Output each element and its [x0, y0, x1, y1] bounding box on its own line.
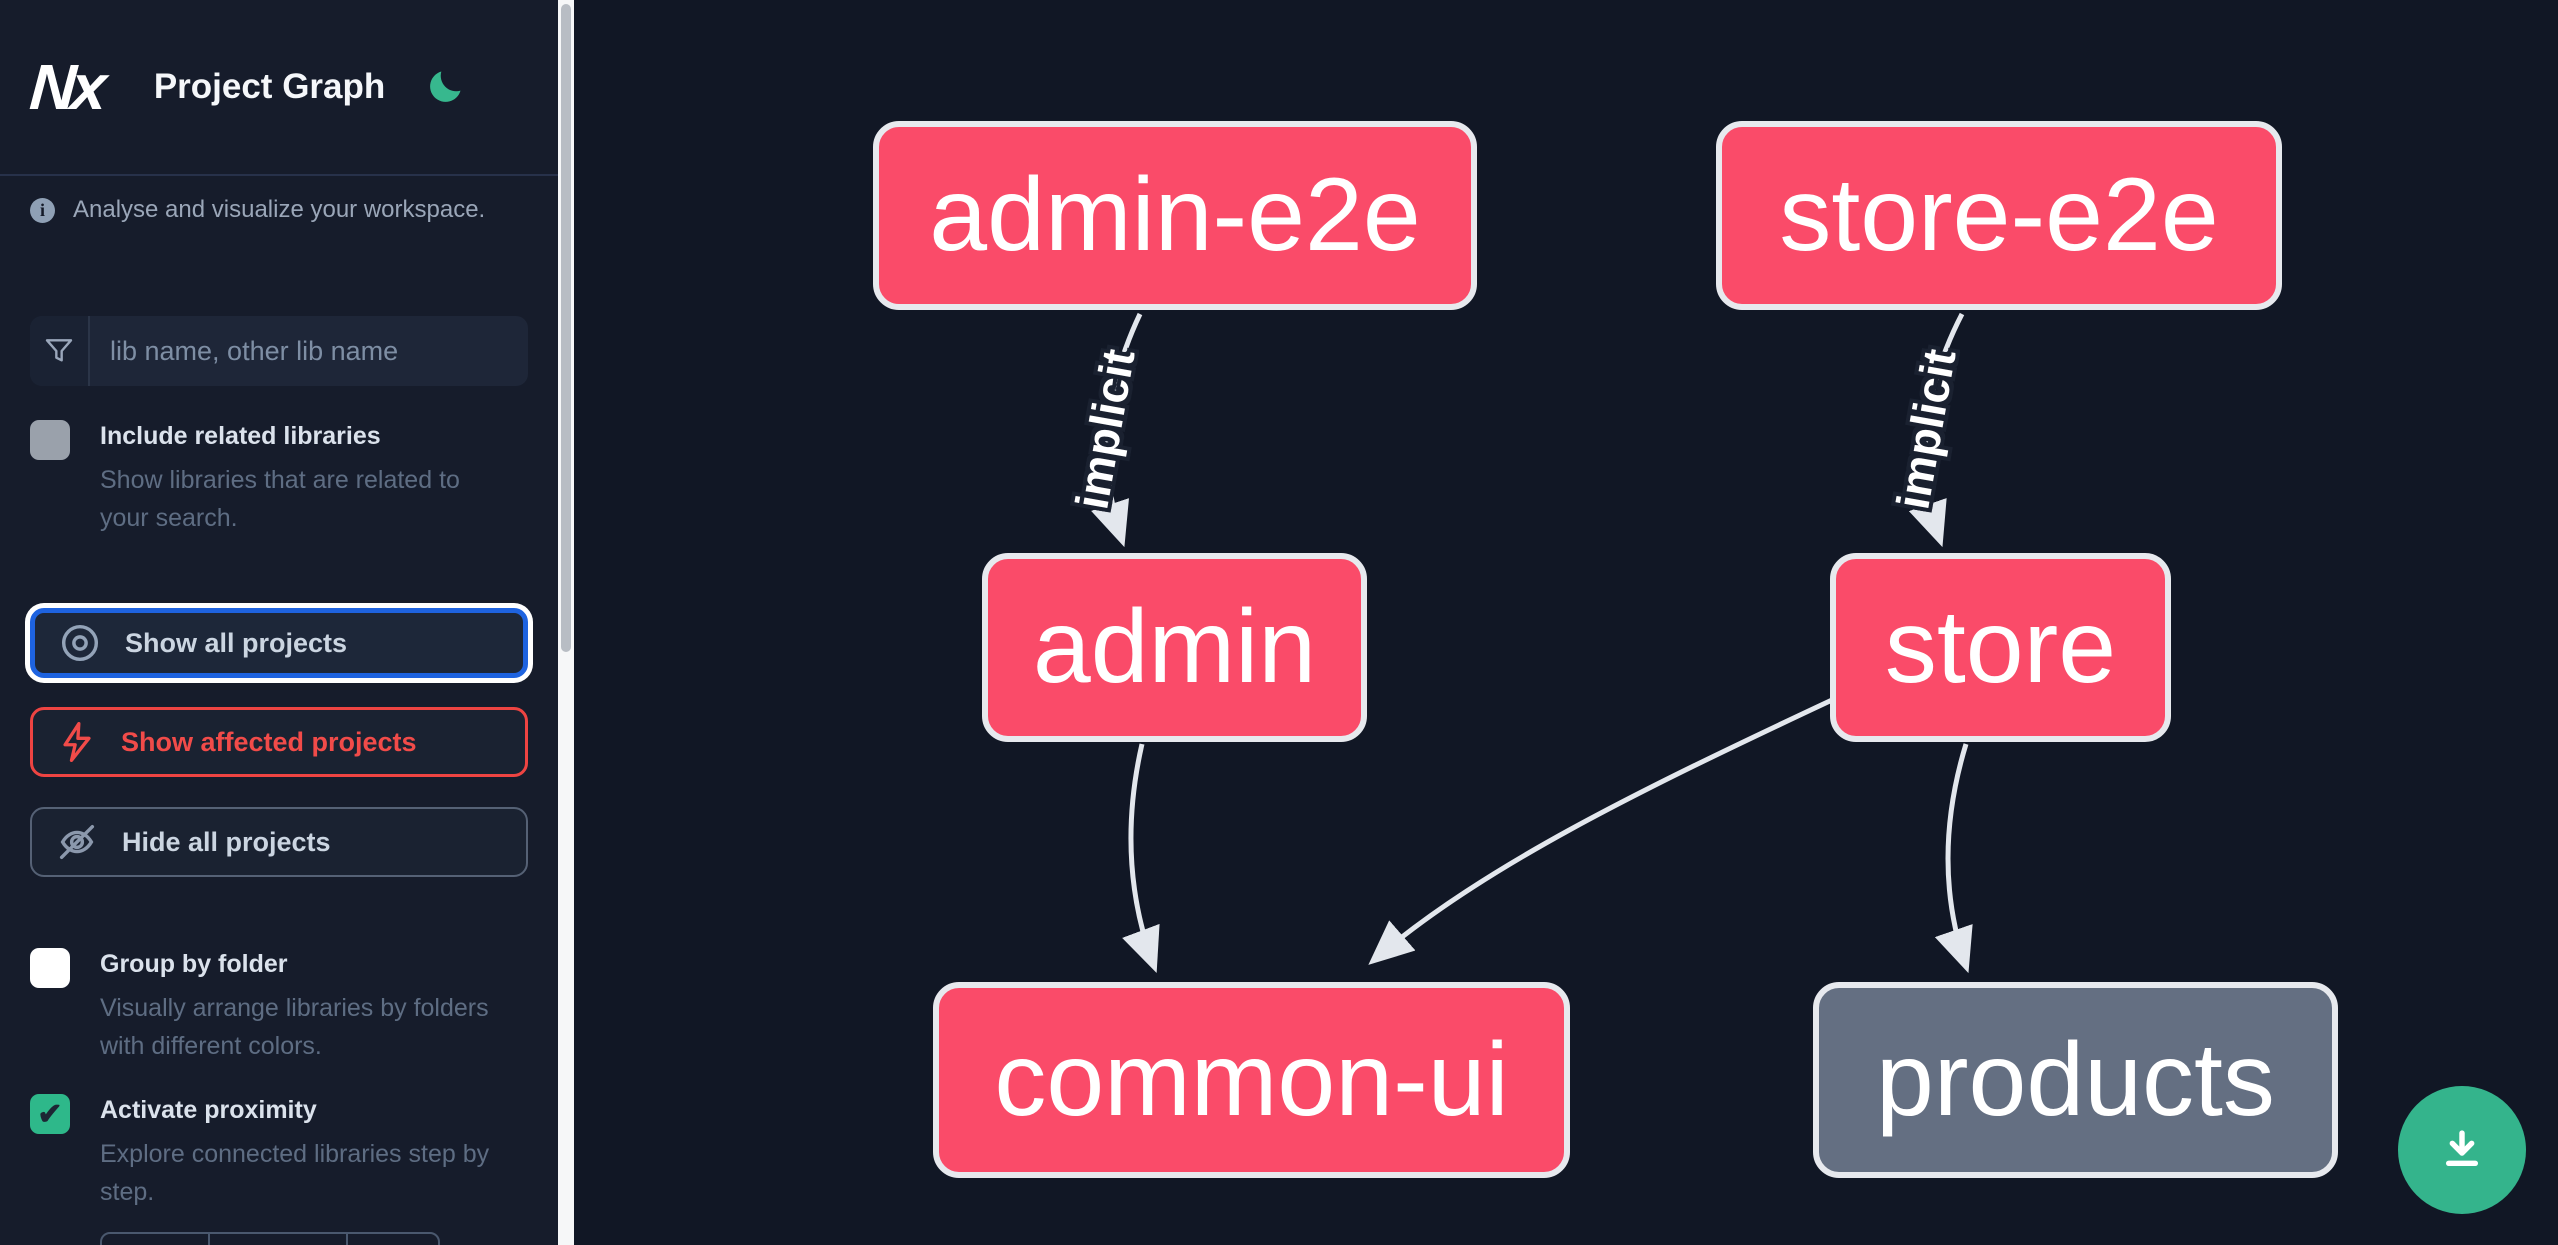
search-box: [30, 316, 528, 386]
edge-store-common-ui[interactable]: [1368, 697, 1834, 965]
node-common-ui[interactable]: common-ui: [933, 982, 1570, 1178]
node-admin-e2e[interactable]: admin-e2e: [873, 121, 1477, 310]
toggle-description: Visually arrange libraries by folders wi…: [100, 993, 489, 1061]
button-label: Hide all projects: [122, 826, 331, 857]
group-by-folder-checkbox[interactable]: [30, 948, 70, 988]
edge-store-e2e-store[interactable]: [1908, 312, 1965, 548]
hide-all-projects-button[interactable]: Hide all projects: [30, 807, 528, 877]
filter-funnel-icon: [30, 316, 90, 386]
proximity-degree-control[interactable]: [100, 1232, 440, 1245]
graph-canvas[interactable]: implicit implicit admin-e2e store-e2e ad…: [574, 0, 2558, 1245]
lightning-bolt-icon: [63, 722, 91, 762]
edge-store-products[interactable]: [1934, 743, 1973, 974]
sidebar-header: Nx Project Graph: [0, 0, 558, 176]
node-products[interactable]: products: [1813, 982, 2338, 1178]
show-affected-projects-button[interactable]: Show affected projects: [30, 707, 528, 777]
page-title: Project Graph: [153, 67, 386, 106]
toggle-group-by-folder[interactable]: Group by folder Visually arrange librari…: [30, 948, 528, 1066]
toggle-label: Include related libraries: [100, 422, 381, 450]
node-store[interactable]: store: [1830, 553, 2171, 742]
edge-admin-common-ui[interactable]: [1122, 743, 1160, 974]
tagline-row: i Analyse and visualize your workspace.: [30, 196, 528, 224]
node-store-e2e[interactable]: store-e2e: [1716, 121, 2282, 310]
button-label: Show all projects: [125, 627, 348, 658]
toggle-description: Explore connected libraries step by step…: [100, 1139, 490, 1207]
include-related-checkbox[interactable]: [30, 420, 70, 460]
download-icon: [2445, 1130, 2479, 1167]
tagline-text: Analyse and visualize your workspace.: [73, 196, 486, 223]
download-graph-button[interactable]: [2398, 1086, 2526, 1214]
toggle-activate-proximity[interactable]: Activate proximity Explore connected lib…: [30, 1094, 528, 1212]
sidebar: Nx Project Graph i Analyse and visualize…: [0, 0, 558, 1245]
eye-icon: [61, 624, 99, 662]
edges-layer: [1091, 312, 1973, 974]
nx-logo: Nx: [27, 51, 105, 123]
sidebar-scrollbar-track[interactable]: [558, 0, 574, 1245]
button-label: Show affected projects: [121, 726, 417, 757]
decrement-button[interactable]: [102, 1234, 210, 1245]
sidebar-scrollbar-thumb[interactable]: [561, 4, 571, 652]
increment-button[interactable]: [348, 1234, 438, 1245]
activate-proximity-checkbox[interactable]: [30, 1094, 70, 1134]
edge-admin-e2e-admin[interactable]: [1091, 312, 1143, 548]
moon-icon[interactable]: [425, 67, 465, 107]
node-admin[interactable]: admin: [982, 553, 1367, 742]
degree-value: [210, 1234, 348, 1245]
toggle-label: Group by folder: [100, 950, 288, 978]
toggle-label: Activate proximity: [100, 1096, 317, 1124]
info-icon: i: [30, 197, 55, 223]
toggle-include-related[interactable]: Include related libraries Show libraries…: [30, 420, 528, 538]
show-all-projects-button[interactable]: Show all projects: [30, 608, 528, 678]
eye-off-icon: [59, 824, 95, 860]
search-input[interactable]: [90, 316, 528, 386]
toggle-description: Show libraries that are related to your …: [100, 465, 460, 533]
